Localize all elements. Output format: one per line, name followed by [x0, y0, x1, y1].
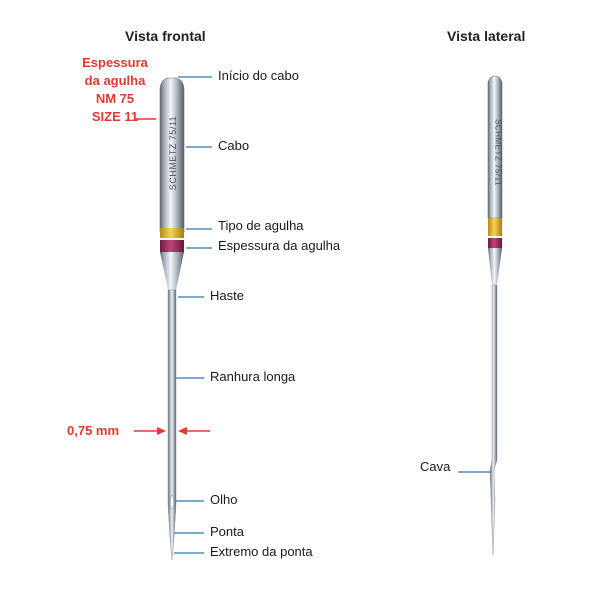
side-needle-shank [487, 75, 503, 219]
thickness-note: Espessura da agulha NM 75 SIZE 11 [60, 54, 170, 126]
label-needle-type: Tipo de agulha [218, 218, 304, 233]
front-needle-blade [167, 289, 177, 561]
front-needle-taper [160, 252, 184, 290]
side-needle-blade [489, 284, 498, 556]
thickness-note-line-3: NM 75 [95, 91, 135, 106]
label-eye: Olho [210, 492, 238, 507]
label-point-tip: Extremo da ponta [210, 544, 313, 559]
measurement-label: 0,75 mm [67, 423, 120, 438]
front-shank-print: SCHMETZ 75/11 [168, 115, 178, 191]
side-view-title: Vista lateral [447, 28, 526, 44]
front-needle-eye [170, 494, 174, 510]
label-blade: Haste [210, 288, 244, 303]
front-view-title: Vista frontal [125, 28, 206, 44]
front-needle-magenta-band [160, 240, 184, 252]
thickness-note-line-2: da agulha [84, 73, 146, 88]
label-shank: Cabo [218, 138, 250, 153]
label-needle-thickness: Espessura da agulha [218, 238, 341, 253]
measurement-arrows [134, 427, 210, 435]
arrow-right-head [157, 427, 166, 435]
side-needle [487, 75, 503, 556]
side-needle-magenta-band [488, 238, 502, 248]
front-needle-shank [159, 77, 185, 233]
front-needle [159, 77, 185, 561]
label-scarf: Cava [420, 459, 451, 474]
label-point: Ponta [210, 524, 244, 539]
label-shank-start: Início do cabo [218, 68, 299, 83]
label-long-groove: Ranhura longa [210, 369, 296, 384]
side-needle-taper [488, 248, 502, 285]
front-needle-yellow-band [160, 228, 184, 238]
front-leader-lines [174, 76, 212, 554]
side-shank-print: SCHMETZ 75/11 [493, 119, 503, 186]
arrow-left-head [178, 427, 187, 435]
side-needle-yellow-band [488, 218, 502, 236]
thickness-note-line-1: Espessura [82, 55, 148, 70]
thickness-note-line-4: SIZE 11 [91, 109, 139, 124]
